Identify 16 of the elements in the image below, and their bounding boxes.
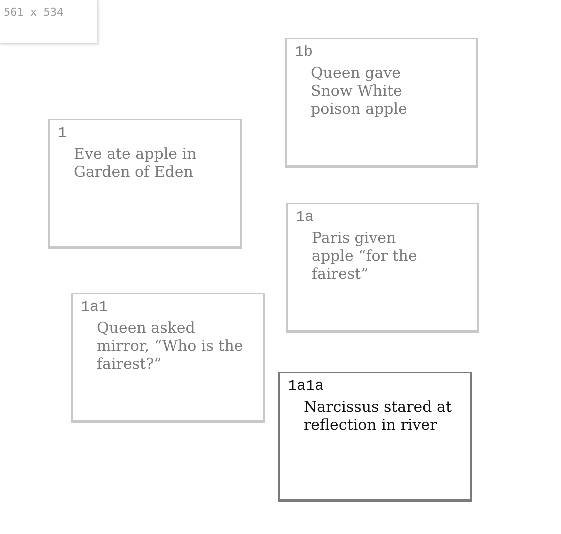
size-text: 561 x 534 [4, 6, 64, 19]
note-card [286, 203, 479, 333]
card-id: 1a1 [81, 299, 108, 316]
card-text: Narcissus stared at reflection in river [304, 398, 454, 434]
card-id: 1 [58, 125, 68, 142]
card-id: 1b [295, 44, 314, 61]
card-id: 1a [296, 209, 314, 226]
card-id: 1a1a [288, 378, 324, 395]
note-card [285, 38, 478, 168]
card-text: Queen asked mirror, “Who is the fairest?” [97, 319, 244, 373]
note-card [71, 293, 265, 423]
card-text: Queen gave Snow White poison apple [311, 64, 408, 118]
card-text: Eve ate apple in Garden of Eden [74, 145, 198, 181]
note-card [48, 119, 242, 249]
card-text: Paris given apple “for the fairest” [312, 229, 418, 283]
note-card [278, 372, 472, 502]
